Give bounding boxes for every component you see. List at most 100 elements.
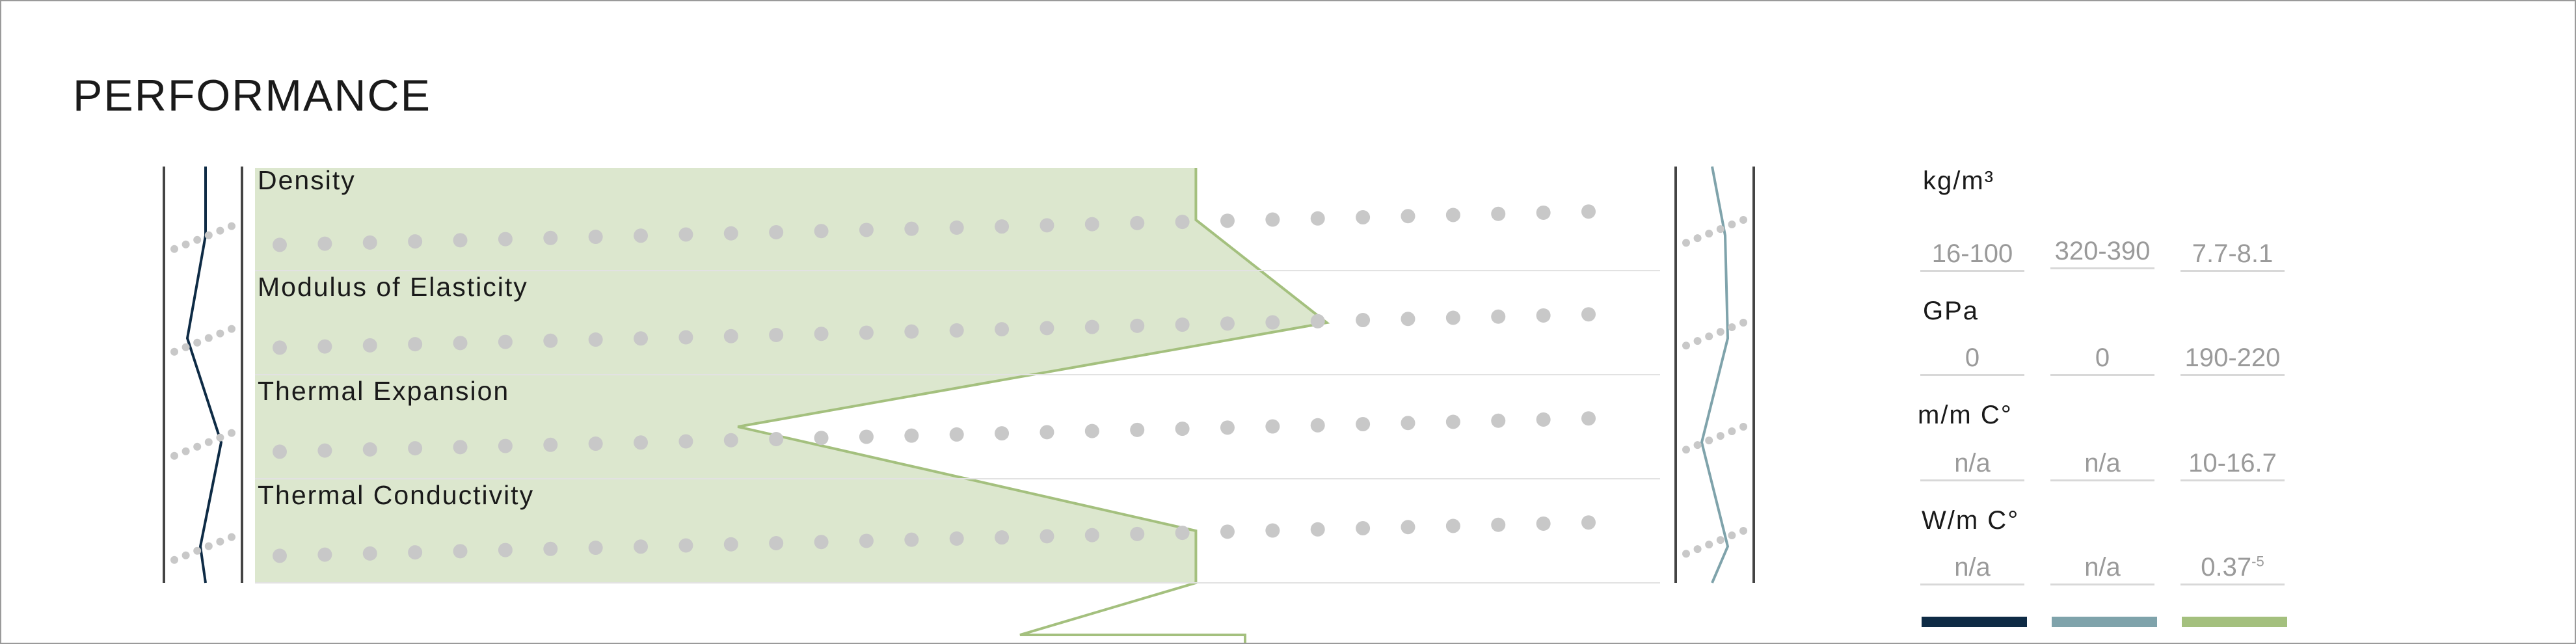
panel-right-dot: [1716, 536, 1724, 544]
unit-label-expansion: m/m C°: [1918, 401, 2013, 429]
grid-dot: [995, 426, 1010, 441]
grid-dot: [453, 440, 468, 455]
panel-left-dot: [193, 442, 202, 451]
panel-left-dot: [181, 551, 190, 559]
grid-dot: [273, 444, 287, 459]
grid-dot: [634, 228, 649, 243]
panel-right-dot: [1705, 436, 1713, 445]
grid-dot: [362, 442, 377, 457]
panel-right-dot: [1682, 446, 1690, 454]
panel-left-dot: [204, 542, 213, 550]
panel-left-dot: [228, 429, 235, 437]
unit-label-conductivity: W/m C°: [1922, 506, 2020, 535]
grid-dot: [723, 226, 738, 241]
grid-dot: [1356, 210, 1371, 225]
grid-dot: [1220, 524, 1235, 539]
grid-dot: [408, 441, 423, 456]
grid-dot: [273, 548, 287, 563]
legend-swatch-green: [2182, 617, 2287, 627]
panel-left-dot: [170, 556, 178, 564]
panel-left-dot: [216, 433, 224, 442]
panel-right-dot: [1682, 342, 1690, 350]
page-title: PERFORMANCE: [73, 71, 431, 120]
grid-dot: [453, 233, 468, 248]
grid-dot: [723, 537, 738, 552]
grid-dot: [1491, 309, 1506, 324]
grid-dot: [317, 339, 332, 354]
panel-left-dot: [193, 546, 202, 555]
grid-dot: [317, 236, 332, 251]
panel-left-dot: [181, 343, 190, 351]
grid-dot: [995, 530, 1010, 545]
grid-dot: [1491, 206, 1506, 221]
panel-right-dot: [1739, 423, 1747, 431]
row-label-conductivity: Thermal Conductivity: [258, 480, 535, 510]
grid-dot: [859, 429, 874, 444]
grid-dot: [1265, 419, 1280, 434]
grid-dot: [1130, 422, 1145, 437]
grid-dot: [723, 329, 738, 343]
panel-right-dot: [1728, 427, 1736, 436]
grid-dot: [588, 332, 603, 347]
grid-dot: [317, 443, 332, 458]
panel-right-dot: [1716, 225, 1724, 234]
grid-dot: [1401, 312, 1415, 327]
grid-dot: [543, 437, 558, 452]
grid-dot: [814, 224, 829, 239]
grid-dot: [1445, 414, 1460, 429]
panel-right-dot: [1682, 550, 1690, 558]
panel-right-dot: [1682, 239, 1690, 247]
series-green-line: [737, 168, 1330, 643]
grid-dot: [1175, 317, 1190, 332]
grid-dot: [498, 438, 513, 453]
grid-dot: [1581, 307, 1596, 322]
value-modulus-col2: 0: [2050, 343, 2154, 376]
panel-right-dot: [1716, 432, 1724, 440]
unit-label-modulus: GPa: [1923, 297, 1979, 325]
grid-dot: [1265, 212, 1280, 227]
panel-right-dot: [1693, 234, 1702, 243]
grid-dot: [769, 327, 784, 342]
grid-dot: [1265, 523, 1280, 538]
grid-dot: [273, 340, 287, 355]
legend-swatch-teal: [2052, 617, 2157, 627]
grid-dot: [995, 322, 1010, 337]
grid-dot: [1130, 215, 1145, 230]
panel-left-dot: [170, 347, 178, 356]
grid-dot: [678, 330, 693, 345]
grid-dot: [1220, 420, 1235, 435]
panel-right-dot: [1705, 332, 1713, 341]
grid-dot: [588, 541, 603, 556]
grid-dot: [1220, 213, 1235, 228]
grid-dot: [1084, 423, 1099, 438]
panel-left-dot: [193, 235, 202, 244]
grid-dot: [678, 434, 693, 449]
grid-dot: [1084, 319, 1099, 334]
grid-dot: [1040, 529, 1054, 544]
grid-dot: [498, 334, 513, 349]
grid-dot: [1084, 528, 1099, 543]
grid-dot: [362, 546, 377, 561]
series-teal-line: [1700, 166, 1730, 584]
grid-dot: [1445, 208, 1460, 222]
value-density-col1: 16-100: [1920, 239, 2024, 272]
grid-dot: [1536, 205, 1551, 220]
grid-dot: [723, 433, 738, 448]
grid-dot: [814, 535, 829, 550]
grid-dot: [814, 327, 829, 342]
grid-dot: [317, 547, 332, 562]
grid-dot: [273, 237, 287, 252]
grid-dot: [859, 533, 874, 548]
grid-dot: [362, 338, 377, 353]
grid-dot: [1175, 215, 1190, 230]
grid-dot: [1310, 418, 1325, 433]
grid-dot: [1130, 526, 1145, 541]
grid-dot: [904, 428, 919, 443]
unit-label-density: kg/m³: [1923, 167, 1994, 195]
grid-dot: [1220, 316, 1235, 331]
grid-dot: [1084, 217, 1099, 232]
row-label-modulus: Modulus of Elasticity: [258, 272, 528, 302]
panel-left-dot: [170, 451, 178, 460]
row-label-density: Density: [258, 165, 356, 195]
